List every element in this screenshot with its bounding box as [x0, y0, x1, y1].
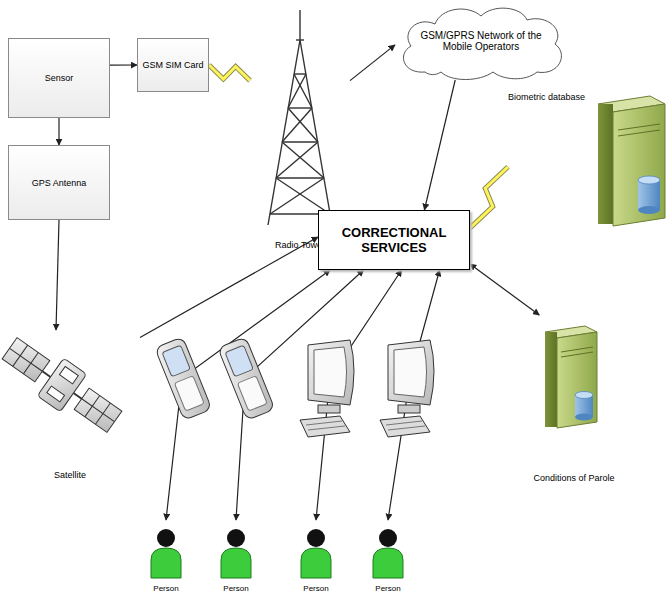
connector — [166, 270, 330, 520]
connector — [110, 65, 137, 66]
person-node: Person — [216, 520, 256, 593]
process-box: Sensor — [8, 38, 110, 118]
connector — [424, 80, 455, 210]
desktop-computer — [300, 340, 354, 437]
connector — [56, 220, 59, 330]
mobile-phone — [218, 337, 275, 421]
person-icon — [151, 529, 403, 578]
wireless-link — [470, 167, 508, 228]
server-icon — [598, 96, 665, 226]
connector — [59, 118, 60, 145]
connector — [140, 237, 318, 338]
node-label: Sensor — [45, 73, 74, 83]
node-label: Person — [375, 584, 400, 593]
node-label: GPS Antenna — [32, 178, 87, 188]
wireless-link — [209, 65, 250, 81]
process-box: GPS Antenna — [8, 145, 110, 220]
node-label: Satellite — [54, 470, 86, 480]
connector — [236, 270, 364, 520]
server-icon — [545, 326, 597, 428]
cloud-node: GSM/GPRS Network of the Mobile Operators — [395, 2, 567, 80]
node-label: Person — [223, 584, 248, 593]
process-box: GSM SIM Card — [137, 38, 209, 92]
node-label: Person — [303, 584, 328, 593]
node-label: CORRECTIONAL SERVICES — [325, 225, 463, 255]
node-label: Person — [153, 584, 178, 593]
connector — [388, 270, 440, 520]
connector — [350, 45, 395, 81]
connector — [470, 264, 539, 315]
person-node: Person — [368, 520, 408, 593]
satellite-icon — [0, 329, 128, 440]
node-label: GSM/GPRS Network of the Mobile Operators — [417, 30, 545, 52]
desktop-computer — [380, 340, 434, 437]
person-node: Person — [296, 520, 336, 593]
node-label: Conditions of Parole — [533, 473, 614, 483]
person-node: Person — [146, 520, 186, 593]
server-node: Conditions of Parole — [512, 315, 636, 483]
server-node: Biometric database — [508, 92, 667, 228]
node-label: GSM SIM Card — [142, 60, 203, 70]
satellite-node: Satellite — [0, 330, 140, 480]
central-box: CORRECTIONAL SERVICES — [318, 210, 470, 270]
mobile-phone — [155, 337, 212, 421]
node-label: Biometric database — [508, 92, 585, 102]
radio-tower — [268, 10, 332, 225]
